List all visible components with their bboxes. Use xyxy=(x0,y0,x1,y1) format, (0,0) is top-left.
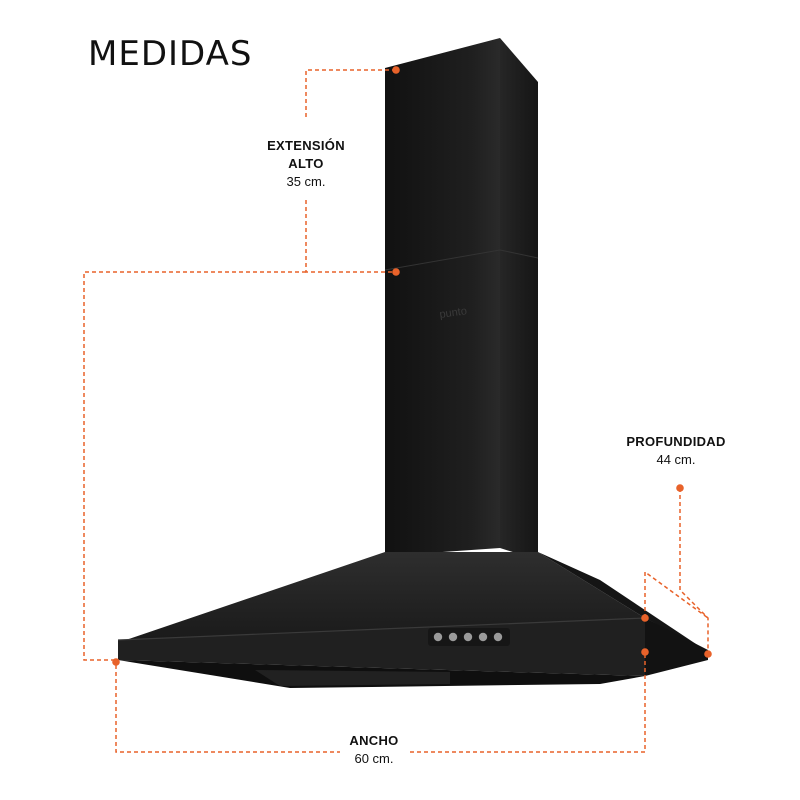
extension-label-line1: EXTENSIÓN xyxy=(267,138,345,153)
extension-label: EXTENSIÓN ALTO 35 cm. xyxy=(248,137,364,191)
marker-dot xyxy=(676,484,684,492)
chimney-lower xyxy=(385,250,500,556)
ancho-label-text: ANCHO xyxy=(349,733,399,748)
marker-dot xyxy=(392,66,400,74)
canopy-front xyxy=(120,552,645,642)
width-dimension-line xyxy=(115,665,340,753)
marker-dot xyxy=(641,648,649,656)
marker-dot xyxy=(704,650,712,658)
control-button xyxy=(463,632,473,642)
canopy-side xyxy=(538,552,708,652)
chimney-upper-side xyxy=(500,38,538,258)
chimney-lower-side xyxy=(500,250,538,560)
control-button xyxy=(478,632,488,642)
chimney-upper xyxy=(385,38,500,270)
range-hood: punto xyxy=(117,38,708,688)
depth-dimension-line xyxy=(679,488,709,652)
depth-dimension-line-guide xyxy=(644,570,709,619)
marker-dot xyxy=(392,268,400,276)
control-button xyxy=(493,632,503,642)
height-dimension-line xyxy=(83,271,306,661)
width-dimension-line-right xyxy=(410,652,646,753)
front-panel-side xyxy=(645,618,708,676)
front-panel xyxy=(118,618,645,676)
extension-label-line2: ALTO xyxy=(288,156,324,171)
extension-value: 35 cm. xyxy=(286,174,326,189)
extension-dimension-line-lower xyxy=(305,200,396,273)
filter-panel xyxy=(255,670,450,686)
profundidad-label: PROFUNDIDAD 44 cm. xyxy=(612,433,740,469)
ancho-label: ANCHO 60 cm. xyxy=(332,732,416,768)
control-buttons xyxy=(428,628,510,646)
profundidad-label-text: PROFUNDIDAD xyxy=(626,434,726,449)
profundidad-value: 44 cm. xyxy=(656,452,696,467)
ancho-value: 60 cm. xyxy=(354,751,394,766)
control-button xyxy=(433,632,443,642)
brand-logo: punto xyxy=(439,305,468,321)
marker-dot xyxy=(641,614,649,622)
marker-dot xyxy=(112,658,120,666)
control-button xyxy=(448,632,458,642)
extension-dimension-line xyxy=(305,69,396,120)
page-title: MEDIDAS xyxy=(88,34,253,74)
